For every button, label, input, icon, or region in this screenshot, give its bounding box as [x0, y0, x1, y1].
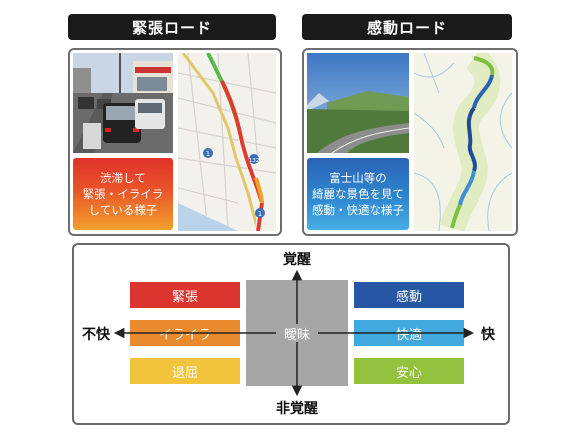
emotion-road-header: 感動ロード — [302, 14, 512, 40]
cell-tension: 緊張 — [130, 282, 240, 308]
scenic-route-map — [414, 53, 512, 231]
cell-boredom: 退屈 — [130, 358, 240, 384]
emotion-road-card: 富士山等の 綺麗な景色を見て 感動・快適な様子 — [302, 48, 518, 236]
traffic-jam-photo — [73, 53, 173, 153]
route-marker-label: 1 — [206, 150, 210, 158]
caption-line: 綺麗な景色を見て — [312, 187, 404, 201]
caption-line: 渋滞して — [100, 171, 146, 185]
non-arousal-label: 非覚醒 — [276, 401, 318, 417]
traffic-map: 1 132 1 — [178, 53, 276, 231]
arousal-label: 覚醒 — [283, 252, 311, 268]
cell-emotion: 感動 — [354, 282, 464, 308]
tension-caption: 渋滞して 緊張・イライラ している様子 — [73, 158, 173, 230]
route-marker-label: 132 — [249, 158, 260, 164]
cell-reassurance: 安心 — [354, 358, 464, 384]
unpleasant-label: 不快 — [82, 327, 110, 343]
tension-road-header: 緊張ロード — [68, 14, 276, 40]
caption-line: 緊張・イライラ — [82, 187, 164, 201]
caption-line: している様子 — [88, 203, 158, 217]
pleasant-label: 快 — [481, 327, 495, 343]
ambiguous-label: 曖昧 — [276, 324, 318, 343]
scenic-road-photo — [307, 53, 409, 153]
caption-line: 感動・快適な様子 — [312, 203, 404, 217]
route-marker-label: 1 — [258, 210, 262, 218]
tension-road-card: 1 132 1 渋滞して 緊張・イライラ している様子 — [68, 48, 282, 236]
emotion-caption: 富士山等の 綺麗な景色を見て 感動・快適な様子 — [307, 158, 409, 230]
caption-line: 富士山等の — [329, 171, 387, 185]
emotion-matrix-frame — [72, 243, 510, 425]
